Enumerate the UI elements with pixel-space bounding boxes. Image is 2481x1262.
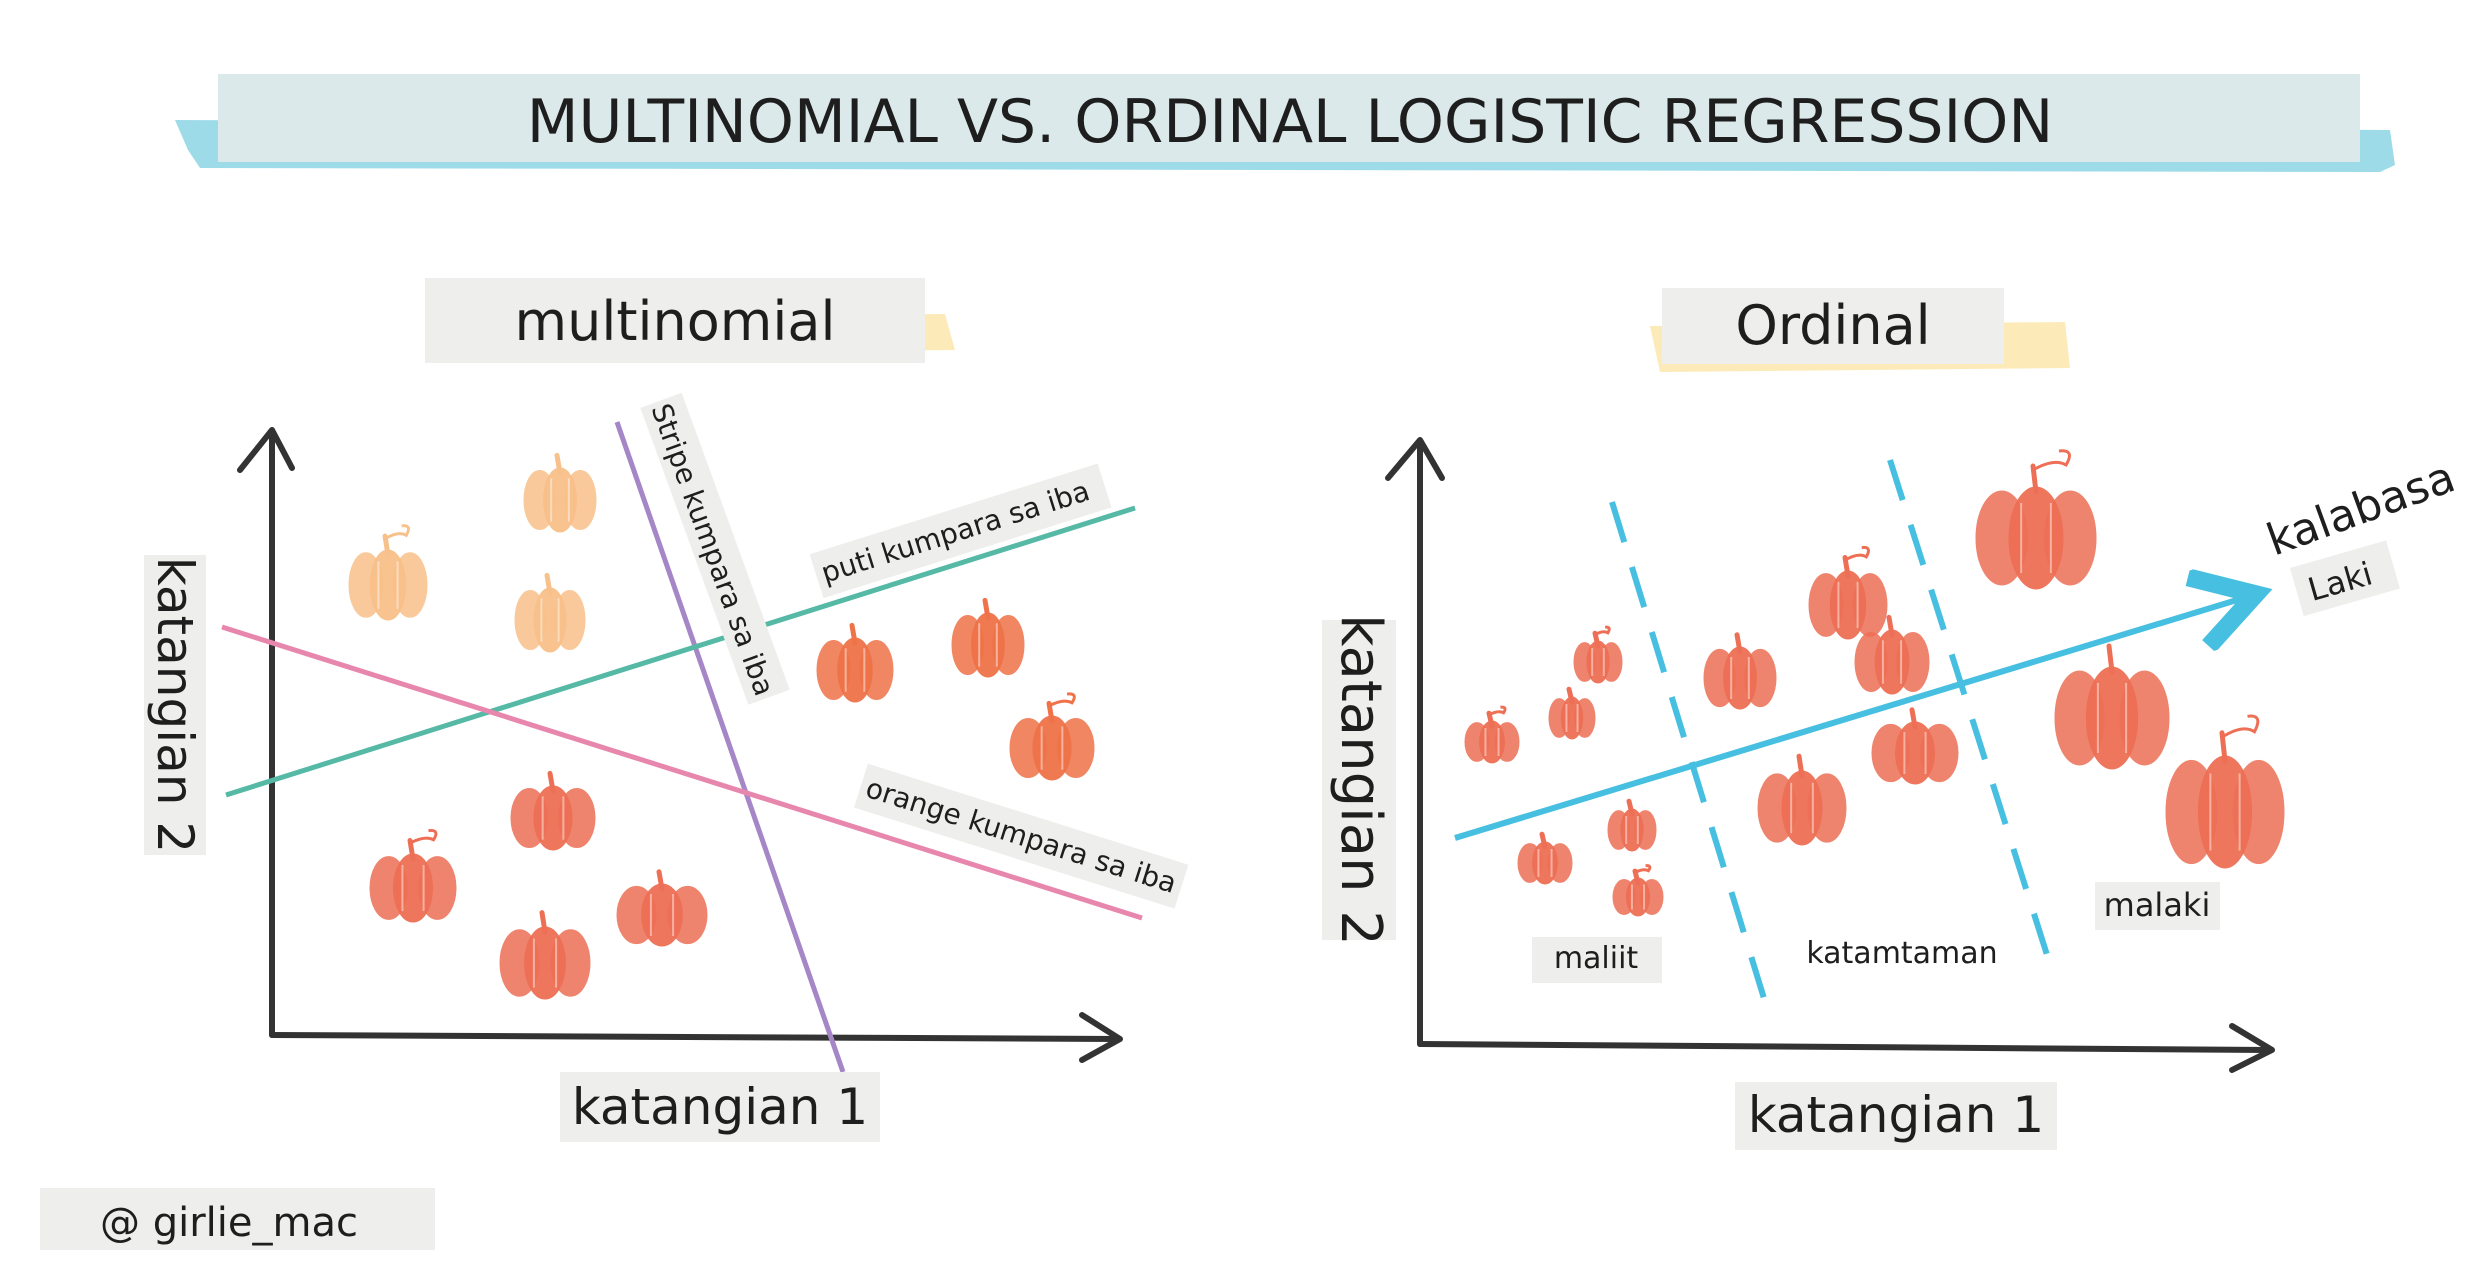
pumpkin-stripe-9 <box>616 869 708 947</box>
credit-badge: @ girlie_mac <box>40 1188 435 1250</box>
pumpkin-small-2 <box>1573 625 1623 684</box>
pumpkin-medium-10 <box>1757 753 1847 846</box>
ordinal-y-axis-arrowhead <box>1385 437 1445 481</box>
pumpkin-orange-5 <box>1009 692 1095 781</box>
pumpkin-white-1 <box>348 524 428 621</box>
pumpkin-medium-7 <box>1808 545 1888 640</box>
multinomial-y-label-bg <box>144 555 206 855</box>
pumpkin-small-3 <box>1517 831 1573 885</box>
multinomial-x-axis-label: katangian 1 <box>572 1078 868 1136</box>
ordinal-x-axis <box>1417 1041 2273 1053</box>
arrow-label-2-bg <box>2290 540 2400 617</box>
pumpkin-white-0 <box>523 452 597 533</box>
ordinal-x-axis-arrowhead <box>2229 1023 2275 1073</box>
pumpkin-large-11 <box>1975 449 2097 590</box>
multinomial-x-axis-arrowhead <box>1079 1012 1123 1063</box>
label-medium: katamtaman <box>1806 936 1997 971</box>
orange-label-group: orange kumpara sa iba <box>854 763 1189 909</box>
pumpkin-orange-4 <box>951 597 1025 678</box>
label-small: maliit <box>1554 941 1639 976</box>
pumpkin-medium-6 <box>1703 632 1777 710</box>
multinomial-pumpkin-group <box>348 452 1095 1000</box>
ordinal-heading: Ordinal <box>1735 294 1930 357</box>
multinomial-heading: multinomial <box>515 290 836 353</box>
ordinal-y-axis-label: katangian 2 <box>1328 614 1393 946</box>
white-vs-rest-line <box>225 505 1136 798</box>
pumpkin-small-4 <box>1607 798 1657 852</box>
multinomial-heading-band <box>425 278 925 363</box>
pumpkin-small-1 <box>1548 686 1596 740</box>
multinomial-x-label-bg <box>560 1072 880 1142</box>
label-small-bg <box>1532 937 1662 983</box>
pumpkin-orange-3 <box>816 622 894 703</box>
title-band <box>218 74 2360 162</box>
pumpkin-stripe-7 <box>369 828 457 923</box>
title-banner: MULTINOMIAL VS. ORDINAL LOGISTIC REGRESS… <box>175 74 2395 172</box>
pumpkin-stripe-8 <box>499 910 591 1000</box>
ordinal-panel: Ordinal katangian 1 katangian 2 kalabasa… <box>1322 288 2462 1150</box>
medium-large-boundary <box>1887 459 2051 959</box>
orange-vs-rest-line <box>221 624 1143 921</box>
small-medium-boundary <box>1609 501 1769 1006</box>
stripe-vs-rest-line <box>614 421 846 1073</box>
multinomial-y-axis-label: katangian 2 <box>146 557 204 853</box>
white-label-bg <box>809 463 1112 599</box>
pumpkin-small-5 <box>1612 864 1664 917</box>
ordinal-x-label-bg <box>1735 1082 2057 1150</box>
pumpkin-medium-8 <box>1854 614 1930 695</box>
label-large-bg <box>2095 882 2220 930</box>
pumpkin-stripe-6 <box>510 770 596 851</box>
multinomial-y-axis-arrowhead <box>237 427 295 473</box>
label-large: malaki <box>2104 886 2211 924</box>
ordinal-pumpkin-group <box>1464 449 2285 917</box>
orange-label-bg <box>854 763 1189 909</box>
ordinal-y-label-bg <box>1322 620 1396 940</box>
credit-bg <box>40 1188 435 1250</box>
credit-text: @ girlie_mac <box>100 1200 358 1246</box>
pumpkin-large-13 <box>2165 714 2285 869</box>
stripe-label-bg <box>640 392 790 705</box>
ordinal-x-axis-label: katangian 1 <box>1748 1086 2044 1144</box>
ordinal-heading-band <box>1662 288 2004 364</box>
pumpkin-small-0 <box>1464 705 1520 764</box>
ordinal-size-arrow <box>1454 596 2250 841</box>
pumpkin-large-12 <box>2054 643 2170 770</box>
multinomial-panel: multinomial katangian 1 katangian 2 Stri… <box>144 278 1189 1142</box>
multinomial-x-axis <box>269 1032 1121 1042</box>
pumpkin-white-2 <box>514 572 586 653</box>
pumpkin-medium-9 <box>1871 707 1959 785</box>
page-title: MULTINOMIAL VS. ORDINAL LOGISTIC REGRESS… <box>527 87 2054 157</box>
